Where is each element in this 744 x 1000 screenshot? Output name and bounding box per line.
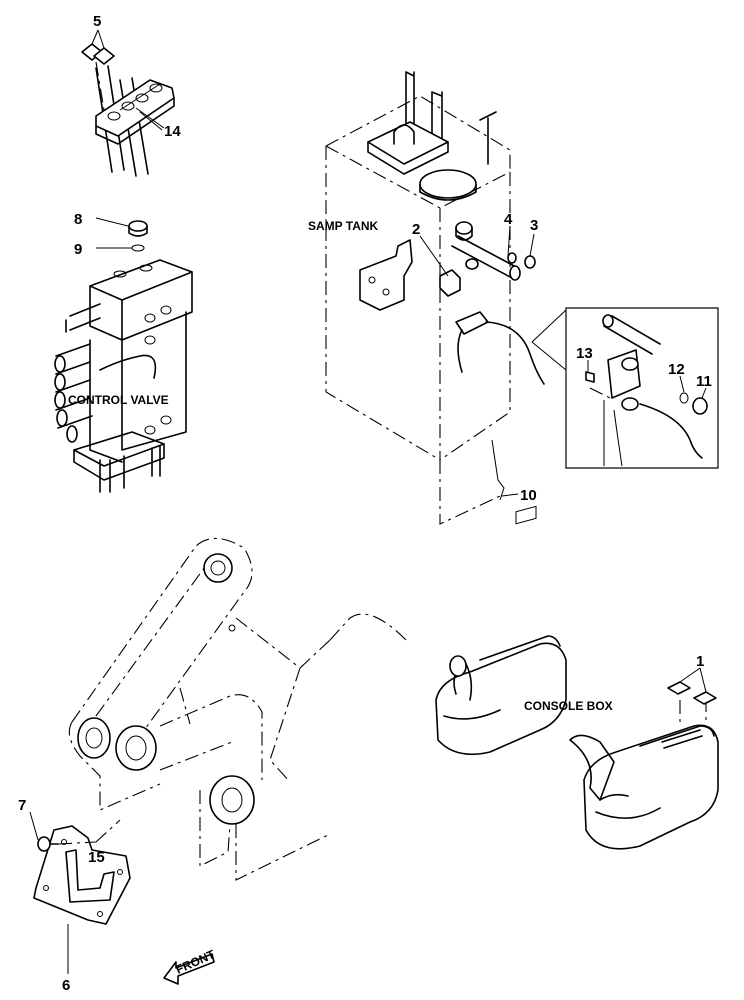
callout-13: 13 [576, 345, 593, 362]
callout-2: 2 [412, 221, 420, 238]
control-valve-label: CONTROL VALVE [68, 393, 169, 407]
cover-plate [33, 819, 215, 985]
callout-numbers: 5 14 8 9 2 4 3 13 12 11 10 1 7 15 6 [18, 13, 712, 994]
front-label: FRONT [174, 947, 218, 977]
callout-11: 11 [696, 373, 712, 390]
samp-tank-label: SAMP TANK [308, 219, 379, 233]
switch-bracket-assembly [81, 43, 175, 177]
leader-lines [29, 29, 707, 974]
callout-7: 7 [18, 797, 26, 814]
samp-tank [325, 71, 545, 525]
callout-8: 8 [74, 211, 82, 228]
callout-3: 3 [530, 217, 538, 234]
detail-inset [531, 307, 719, 469]
control-valve [54, 220, 193, 493]
callout-12: 12 [668, 361, 685, 378]
callout-9: 9 [74, 241, 82, 258]
console-box-label: CONSOLE BOX [524, 699, 613, 713]
callout-6: 6 [62, 977, 70, 994]
callout-4: 4 [504, 211, 513, 228]
boom-bracket [68, 537, 407, 881]
callout-5: 5 [93, 13, 101, 30]
callout-14: 14 [164, 123, 181, 140]
console-boxes [435, 505, 719, 850]
callout-1: 1 [696, 653, 704, 670]
callout-15: 15 [88, 849, 105, 866]
text-labels: SAMP TANK CONTROL VALVE CONSOLE BOX FRON… [68, 219, 613, 977]
callout-10: 10 [520, 487, 537, 504]
